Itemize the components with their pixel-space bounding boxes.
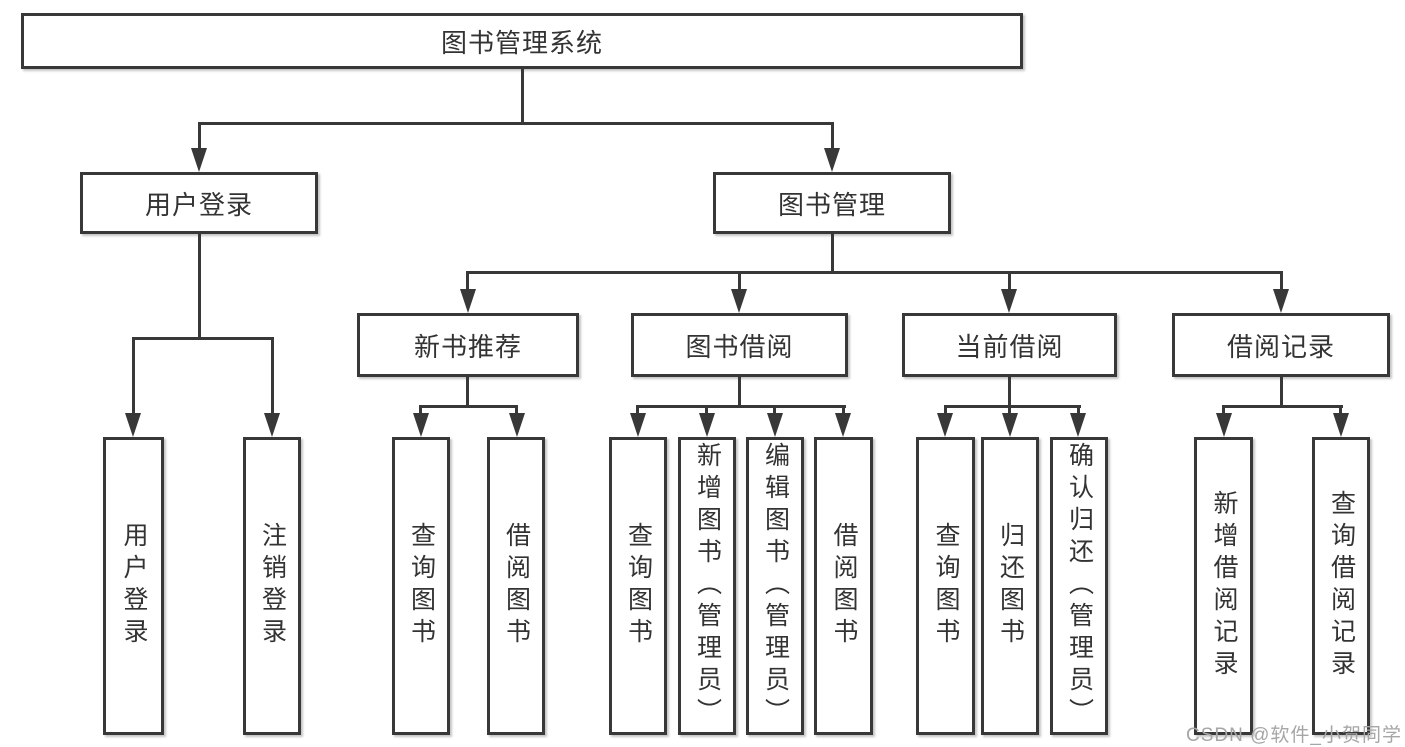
connector-line <box>198 125 201 150</box>
arrowhead-icon <box>1001 289 1017 313</box>
node-book-borrow: 图书借阅 <box>631 313 848 377</box>
leaf-borrow-book-recommend: 借阅图书 <box>487 437 545 735</box>
connector-line <box>636 408 639 415</box>
connector-line <box>738 377 741 406</box>
connector-line <box>521 69 524 124</box>
node-current-borrow: 当前借阅 <box>902 313 1117 377</box>
connector-line <box>466 271 1283 274</box>
leaf-user-login: 用户登录 <box>103 437 164 735</box>
connector-line <box>738 274 741 291</box>
leaf-borrow-book: 借阅图书 <box>814 437 873 735</box>
connector-line <box>271 340 274 415</box>
leaf-label: 用户登录 <box>120 522 148 650</box>
connector-line <box>1280 377 1283 406</box>
arrowhead-icon <box>413 413 429 437</box>
arrowhead-icon <box>1273 289 1289 313</box>
csdn-watermark: CSDN @软件_小贺同学 <box>1186 725 1402 746</box>
connector-line <box>1339 408 1342 415</box>
connector-line <box>1008 377 1011 406</box>
arrowhead-icon <box>630 413 646 437</box>
arrowhead-icon <box>767 413 783 437</box>
leaf-edit-book-admin: 编辑图书（管理员） <box>746 437 804 735</box>
arrowhead-icon <box>1216 413 1232 437</box>
arrowhead-icon <box>1002 413 1018 437</box>
connector-line <box>466 377 469 406</box>
leaf-logout: 注销登录 <box>243 437 301 735</box>
connector-line <box>419 408 422 415</box>
leaf-label: 新增图书（管理员） <box>693 442 722 730</box>
arrowhead-icon <box>731 289 747 313</box>
node-label: 图书管理 <box>777 189 886 220</box>
arrowhead-icon <box>835 413 851 437</box>
arrowhead-icon <box>937 413 953 437</box>
connector-line <box>636 405 846 408</box>
connector-line <box>1008 274 1011 291</box>
leaf-label: 查询图书 <box>932 522 960 650</box>
node-label: 新书推荐 <box>413 331 522 362</box>
leaf-label: 归还图书 <box>996 522 1025 650</box>
connector-line <box>831 234 834 272</box>
leaf-label: 借阅图书 <box>830 522 858 650</box>
leaf-label: 新增借阅记录 <box>1210 490 1238 682</box>
connector-line <box>1077 408 1080 415</box>
node-new-book-recommend: 新书推荐 <box>357 313 579 377</box>
arrowhead-icon <box>1333 413 1349 437</box>
leaf-return-book: 归还图书 <box>981 437 1039 735</box>
connector-line <box>842 408 845 415</box>
leaf-add-borrow-record: 新增借阅记录 <box>1194 437 1253 735</box>
leaf-label: 查询借阅记录 <box>1327 490 1356 682</box>
connector-line <box>515 408 518 415</box>
node-label: 图书借阅 <box>685 331 794 362</box>
leaf-query-book-current: 查询图书 <box>916 437 975 735</box>
leaf-label: 注销登录 <box>258 522 287 650</box>
arrowhead-icon <box>699 413 715 437</box>
leaf-label: 查询图书 <box>407 522 436 650</box>
leaf-query-book-borrow: 查询图书 <box>609 437 667 735</box>
leaf-query-borrow-record: 查询借阅记录 <box>1312 437 1370 735</box>
arrowhead-icon <box>460 289 476 313</box>
arrowhead-icon <box>125 413 141 437</box>
node-label: 用户登录 <box>144 189 253 220</box>
connector-line <box>773 408 776 415</box>
leaf-label: 借阅图书 <box>502 522 531 650</box>
arrowhead-icon <box>509 413 525 437</box>
connector-line <box>1008 408 1011 415</box>
leaf-query-book-recommend: 查询图书 <box>392 437 450 735</box>
node-root-library-system: 图书管理系统 <box>21 13 1023 69</box>
arrowhead-icon <box>824 148 840 172</box>
leaf-label: 确认归还（管理员） <box>1065 442 1094 730</box>
connector-line <box>831 125 834 150</box>
arrowhead-icon <box>264 413 280 437</box>
node-label: 图书管理系统 <box>440 27 603 58</box>
connector-line <box>705 408 708 415</box>
connector-line <box>198 234 201 338</box>
connector-line <box>419 405 518 408</box>
leaf-label: 编辑图书（管理员） <box>761 442 790 730</box>
node-book-management: 图书管理 <box>713 172 951 234</box>
connector-line <box>132 340 135 415</box>
connector-line <box>944 405 1081 408</box>
connector-line <box>466 274 469 291</box>
leaf-label: 查询图书 <box>624 522 653 650</box>
leaf-confirm-return-admin: 确认归还（管理员） <box>1050 437 1108 735</box>
node-user-login: 用户登录 <box>80 172 318 234</box>
leaf-add-book-admin: 新增图书（管理员） <box>678 437 736 735</box>
connector-line <box>198 122 834 125</box>
arrowhead-icon <box>191 148 207 172</box>
node-label: 当前借阅 <box>955 331 1064 362</box>
node-label: 借阅记录 <box>1226 331 1335 362</box>
connector-line <box>944 408 947 415</box>
arrowhead-icon <box>1070 413 1086 437</box>
node-borrow-records: 借阅记录 <box>1172 313 1390 377</box>
connector-line <box>1280 274 1283 291</box>
connector-line <box>1222 405 1343 408</box>
connector-line <box>132 337 274 340</box>
connector-line <box>1222 408 1225 415</box>
